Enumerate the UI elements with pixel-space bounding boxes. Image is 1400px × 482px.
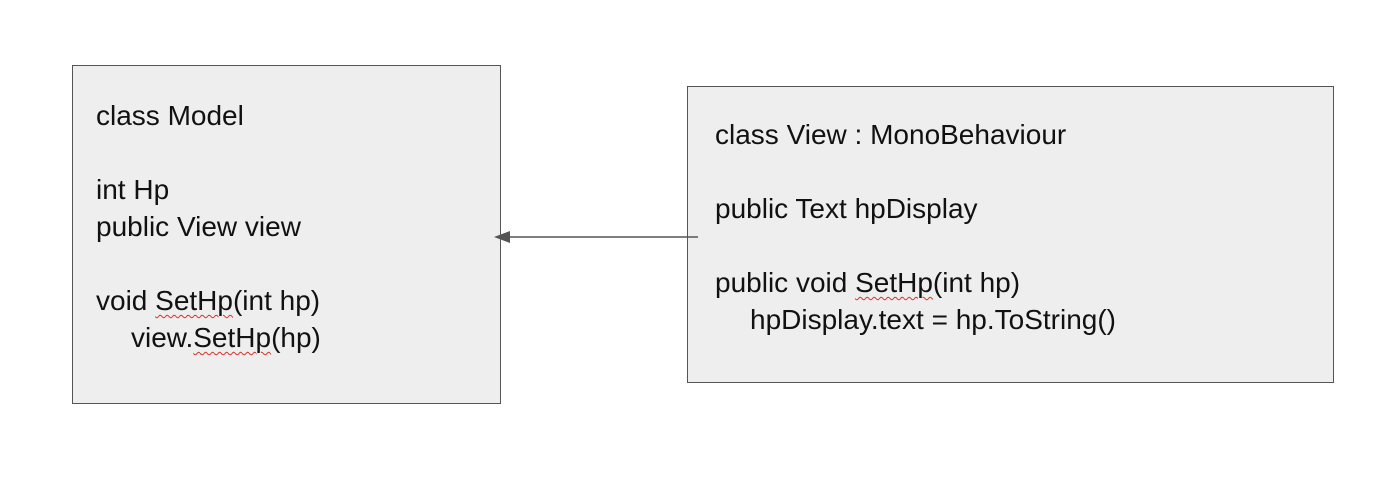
model-class-box [72, 65, 501, 404]
model-class-declaration: class Model [96, 100, 244, 131]
model-method-body: view.SetHp(hp) [131, 322, 321, 354]
model-body-prefix: view. [131, 322, 194, 353]
model-method-name: SetHp [155, 285, 233, 316]
view-class-box [687, 86, 1334, 383]
model-method-prefix: void [96, 285, 156, 316]
view-method-name: SetHp [855, 267, 933, 298]
view-class-declaration: class View : MonoBehaviour [715, 119, 1067, 150]
model-field-view: public View view [96, 211, 301, 242]
view-field-text: public Text hpDisplay [715, 193, 978, 224]
model-method-params: (int hp) [232, 285, 321, 316]
arrow-head [494, 231, 510, 243]
view-method-params: (int hp) [932, 267, 1021, 298]
model-body-args: (hp) [271, 322, 321, 353]
model-method-signature: void SetHp(int hp) [96, 285, 320, 317]
model-field-hp: int Hp [96, 174, 170, 205]
view-method-body: hpDisplay.text = hp.ToString() [750, 304, 1116, 335]
view-method-signature: public void SetHp(int hp) [715, 267, 1020, 299]
model-body-call: SetHp [193, 322, 272, 353]
view-method-prefix: public void [715, 267, 856, 298]
